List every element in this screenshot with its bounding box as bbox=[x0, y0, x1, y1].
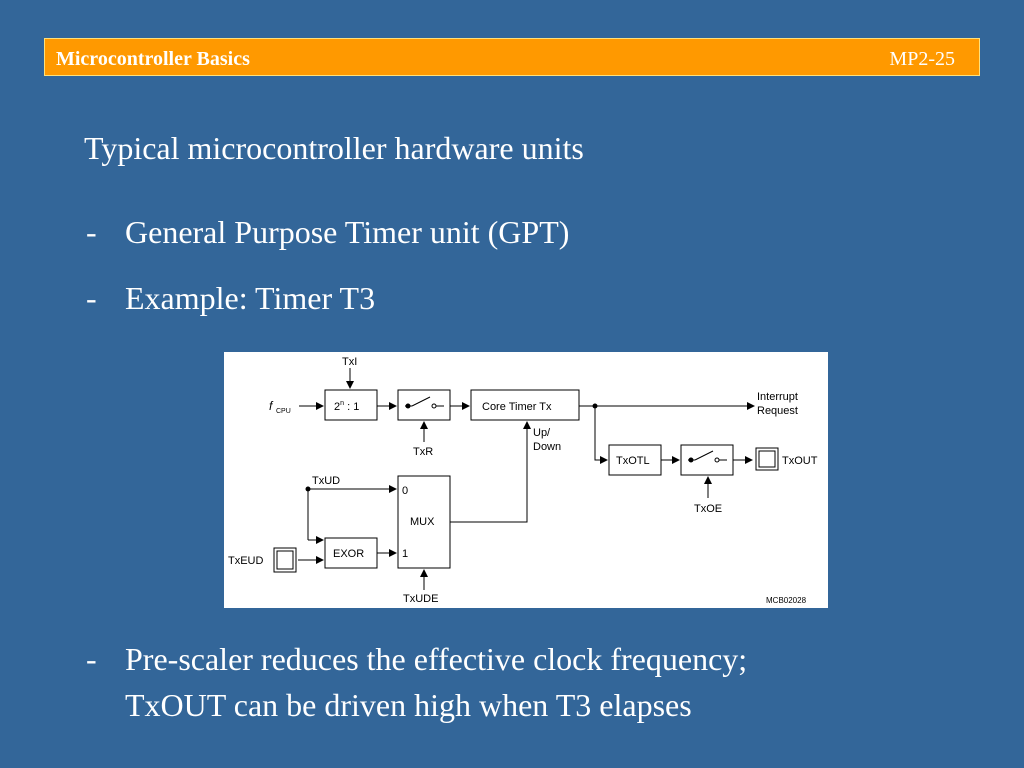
txout-pin bbox=[755, 447, 779, 471]
txi-label: TxI bbox=[342, 356, 357, 368]
prescaler-label: 2n : 1 bbox=[334, 400, 359, 413]
txotl-in-line bbox=[594, 406, 608, 464]
txude-label: TxUDE bbox=[403, 593, 438, 605]
updown-label-line2: Down bbox=[533, 441, 561, 453]
bullet-dash: - bbox=[86, 641, 97, 677]
bullet-text: General Purpose Timer unit (GPT) bbox=[125, 214, 570, 250]
fcpu-label: f bbox=[269, 399, 274, 413]
slide-heading: Typical microcontroller hardware units bbox=[84, 130, 584, 166]
core-timer-label: Core Timer Tx bbox=[482, 401, 552, 413]
txout-label: TxOUT bbox=[782, 455, 818, 467]
bullet-text: Example: Timer T3 bbox=[125, 280, 376, 316]
prescaler-exp: n bbox=[340, 400, 344, 407]
bullet-dash: - bbox=[86, 214, 97, 250]
core-timer-box bbox=[470, 389, 580, 421]
mux-input-1: 1 bbox=[402, 548, 408, 560]
timer-block-diagram: TxI f CPU 2n : 1 Core Timer Tx Interrupt… bbox=[224, 352, 828, 608]
txeud-pin bbox=[273, 547, 297, 573]
slide-title: Microcontroller Basics bbox=[56, 48, 250, 70]
bullet-dash: - bbox=[86, 280, 97, 316]
fcpu-sub-label: CPU bbox=[276, 408, 291, 415]
interrupt-label-line1: Interrupt bbox=[757, 391, 798, 403]
txotl-label: TxOTL bbox=[616, 455, 650, 467]
bullet-item: - Example: Timer T3 bbox=[86, 276, 786, 320]
bullet-text-line2: TxOUT can be driven high when T3 elapses bbox=[125, 687, 692, 723]
mux-input-0: 0 bbox=[402, 485, 408, 497]
prescaler-box bbox=[324, 389, 378, 421]
txoe-label: TxOE bbox=[694, 503, 722, 515]
bullet-item: - General Purpose Timer unit (GPT) bbox=[86, 210, 786, 254]
txr-switch-box bbox=[397, 389, 451, 421]
txeud-label: TxEUD bbox=[228, 555, 264, 567]
exor-label: EXOR bbox=[333, 548, 364, 560]
page-number: MP2-25 bbox=[889, 48, 955, 70]
txud-label: TxUD bbox=[312, 475, 340, 487]
prescaler-rest: : 1 bbox=[344, 401, 359, 413]
diagram-canvas: TxI f CPU 2n : 1 Core Timer Tx Interrupt… bbox=[228, 356, 818, 605]
updown-line bbox=[450, 421, 531, 523]
mux-box bbox=[397, 475, 451, 569]
txr-label: TxR bbox=[413, 446, 433, 458]
mux-label: MUX bbox=[410, 516, 435, 528]
bullet-item-prescaler: - Pre-scaler reduces the effective clock… bbox=[86, 637, 986, 729]
bullet-text-line1: Pre-scaler reduces the effective clock f… bbox=[125, 641, 748, 677]
prescaler-base: 2 bbox=[334, 401, 340, 413]
slide-header-bar: Microcontroller Basics MP2-25 bbox=[44, 38, 980, 76]
figure-code-label: MCB02028 bbox=[766, 596, 807, 605]
updown-label-line1: Up/ bbox=[533, 427, 551, 439]
interrupt-label-line2: Request bbox=[757, 405, 798, 417]
